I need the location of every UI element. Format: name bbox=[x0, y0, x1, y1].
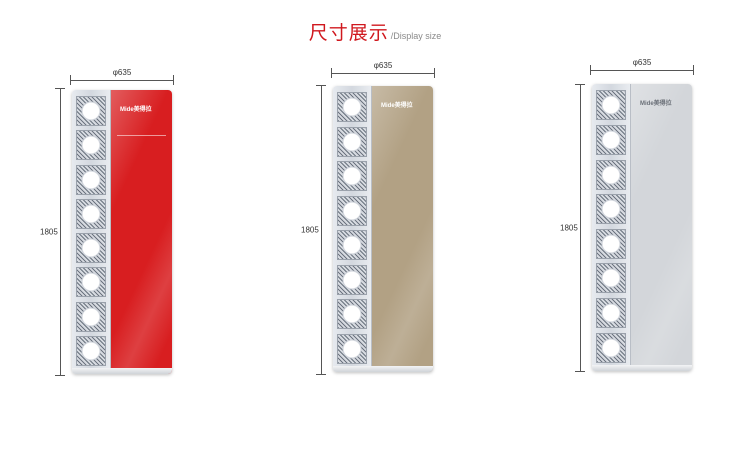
fan-grille bbox=[337, 195, 367, 226]
fan-grille bbox=[76, 130, 106, 161]
fan-grille bbox=[596, 124, 626, 155]
fan-grille bbox=[596, 159, 626, 190]
fan-grille bbox=[76, 164, 106, 195]
fan-grille bbox=[596, 90, 626, 121]
fan-grille bbox=[337, 333, 367, 364]
cabinet-base bbox=[333, 366, 433, 372]
fan-grille bbox=[596, 194, 626, 225]
cabinet-silver: Mide美得拉 bbox=[592, 84, 692, 371]
width-dimension: φ635 bbox=[70, 68, 174, 86]
fan-grille bbox=[76, 335, 106, 366]
fan-grille bbox=[76, 301, 106, 332]
fan-grille bbox=[337, 126, 367, 157]
front-panel: Mide美得拉 bbox=[631, 84, 692, 371]
front-panel: Mide美得拉 bbox=[111, 90, 172, 374]
fan-grille bbox=[596, 263, 626, 294]
width-dimension: φ635 bbox=[331, 61, 435, 79]
fan-column bbox=[72, 90, 111, 374]
fan-grille bbox=[337, 299, 367, 330]
fan-column bbox=[592, 84, 631, 371]
height-dimension: 1805 bbox=[560, 84, 586, 372]
width-label: φ635 bbox=[109, 68, 135, 77]
height-label: 1805 bbox=[560, 221, 578, 235]
height-label: 1805 bbox=[301, 223, 319, 237]
fan-grille bbox=[337, 161, 367, 192]
height-label: 1805 bbox=[40, 225, 58, 239]
section-title: 尺寸展示 bbox=[308, 22, 389, 44]
brand-logo: Mide美得拉 bbox=[640, 101, 672, 107]
brand-logo: Mide美得拉 bbox=[120, 107, 152, 113]
fan-grille bbox=[76, 267, 106, 298]
cabinet-gold: Mide美得拉 bbox=[333, 86, 433, 372]
fan-grille bbox=[76, 96, 106, 127]
fan-grille bbox=[337, 92, 367, 123]
panel-stripe bbox=[117, 135, 166, 136]
fan-grille bbox=[596, 298, 626, 329]
section-subtitle: /Display size bbox=[390, 31, 442, 41]
fan-grille bbox=[76, 233, 106, 264]
width-label: φ635 bbox=[370, 61, 396, 70]
fan-column bbox=[333, 86, 372, 372]
fan-grille bbox=[337, 230, 367, 261]
cabinet-base bbox=[72, 368, 172, 374]
cabinet-red: Mide美得拉 bbox=[72, 90, 172, 374]
fan-grille bbox=[76, 198, 106, 229]
width-label: φ635 bbox=[629, 58, 655, 67]
fan-grille bbox=[337, 264, 367, 295]
page-heading: 尺寸展示/Display size bbox=[0, 18, 750, 45]
width-dimension: φ635 bbox=[590, 58, 694, 76]
cabinet-base bbox=[592, 365, 692, 371]
fan-grille bbox=[596, 332, 626, 363]
brand-logo: Mide美得拉 bbox=[381, 103, 413, 109]
height-dimension: 1805 bbox=[301, 85, 327, 375]
height-dimension: 1805 bbox=[40, 88, 66, 376]
front-panel: Mide美得拉 bbox=[372, 86, 433, 372]
fan-grille bbox=[596, 228, 626, 259]
